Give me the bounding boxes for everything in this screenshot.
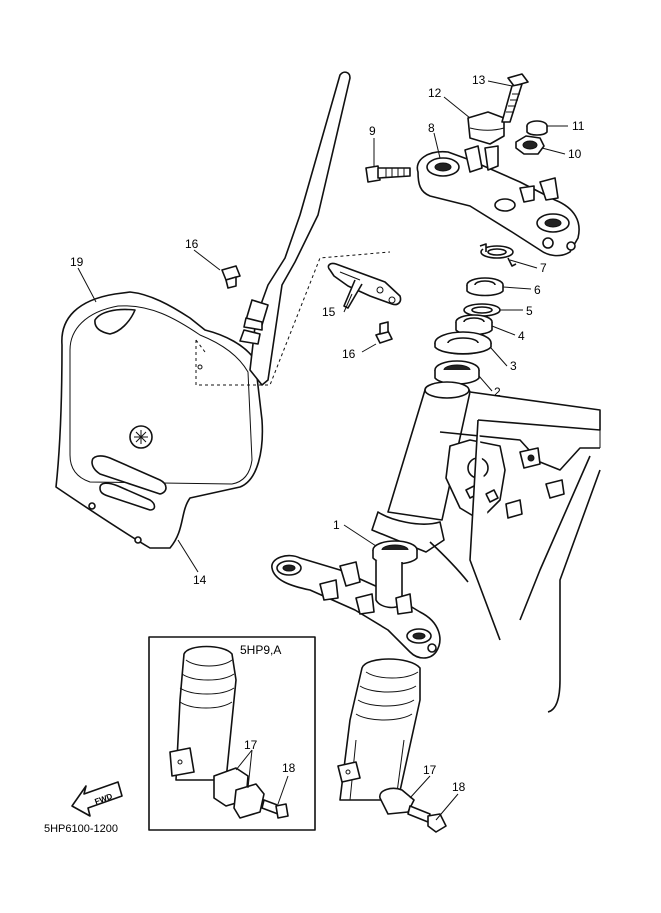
bolt-16-upper (221, 265, 241, 289)
clamp-17a (213, 767, 265, 819)
part-label-2: 2 (494, 385, 501, 399)
bearing-cover-3 (434, 331, 492, 355)
part-label-5: 5 (526, 304, 533, 318)
bearing-1 (372, 540, 418, 565)
part-label-10: 10 (568, 147, 582, 161)
part-label-18-inset: 18 (282, 761, 296, 775)
part-label-16-lower: 16 (342, 347, 356, 361)
part-label-12: 12 (428, 86, 442, 100)
bolt-18b (407, 805, 447, 833)
number-plate (55, 291, 264, 549)
part-label-4: 4 (518, 329, 525, 343)
handlebar-upper-holder (467, 111, 505, 145)
fork-outer (337, 658, 421, 801)
part-label-7: 7 (540, 261, 547, 275)
inset-fork (169, 645, 237, 781)
part-label-14: 14 (193, 573, 207, 587)
lock-washer-7 (479, 243, 517, 267)
bearing-2 (434, 360, 480, 385)
part-label-1: 1 (333, 518, 340, 532)
lower-triple-clamp (271, 554, 441, 659)
part-label-18-main: 18 (452, 780, 466, 794)
part-label-8: 8 (428, 121, 435, 135)
nut-10 (515, 135, 545, 155)
part-label-6: 6 (534, 283, 541, 297)
upper-bracket (327, 262, 402, 309)
ring-nut-4 (455, 314, 493, 336)
leader-lines (77, 80, 568, 821)
part-label-9: 9 (369, 124, 376, 138)
inset-label: 5HP9,A (240, 643, 281, 657)
part-label-11: 11 (572, 119, 585, 133)
washer-5 (463, 303, 501, 317)
cap-11 (526, 120, 548, 136)
bolt-13 (501, 73, 529, 123)
part-label-19: 19 (70, 255, 84, 269)
mount-dashed-ref (195, 251, 391, 386)
part-label-13: 13 (472, 73, 486, 87)
frame-head-pipe (371, 381, 601, 713)
part-label-3: 3 (510, 359, 517, 373)
fwd-arrow-icon (71, 781, 123, 817)
part-label-17-inset: 17 (244, 738, 258, 752)
bolt-9 (365, 165, 411, 183)
bolt-16-lower (375, 321, 393, 344)
part-label-17-main: 17 (423, 763, 437, 777)
bolt-18a (261, 799, 289, 819)
plate-stay (239, 71, 351, 386)
inset-box (148, 636, 316, 831)
ring-nut-6 (466, 277, 504, 297)
part-label-15: 15 (322, 305, 336, 319)
part-label-16-upper: 16 (185, 237, 199, 251)
upper-triple-clamp (416, 145, 580, 257)
diagram-code: 5HP6100-1200 (44, 823, 118, 835)
